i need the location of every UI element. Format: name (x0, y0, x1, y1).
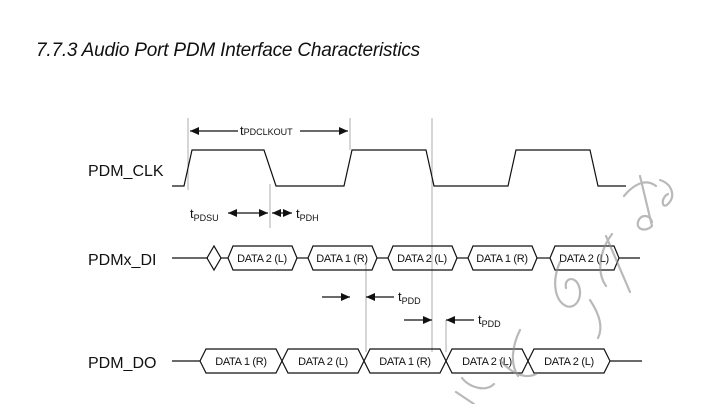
do-cell-label: DATA 1 (R) (215, 356, 267, 368)
do-bus: DATA 1 (R) DATA 2 (L) DATA 1 (R) DATA 2 … (172, 348, 642, 374)
timing-label-pdd: tPDD (398, 289, 421, 306)
guide-lines (187, 118, 447, 352)
timing-pdclkout: tPDCLKOUT (190, 123, 348, 138)
arrowhead (366, 293, 375, 301)
arrowhead (446, 316, 455, 324)
arrowhead (339, 127, 348, 135)
arrowhead (259, 209, 268, 217)
di-bus: DATA 2 (L) DATA 1 (R) DATA 2 (L) DATA 1 … (172, 244, 640, 272)
timing-label-pdh: tPDH (296, 206, 319, 223)
music-note-icon (622, 174, 658, 231)
timing-pdd-2: tPDD (404, 312, 501, 329)
do-cell-label: DATA 2 (L) (544, 356, 594, 368)
di-cell-label: DATA 2 (L) (559, 253, 609, 265)
arrowhead (272, 209, 281, 217)
di-cell-label: DATA 1 (R) (316, 253, 368, 265)
arrowhead (423, 316, 432, 324)
di-cell-label: DATA 2 (L) (237, 253, 287, 265)
signal-label-do: PDM_DO (88, 355, 156, 372)
arrowhead (283, 209, 292, 217)
watermark-stroke (658, 178, 674, 207)
do-cell-label: DATA 2 (L) (298, 356, 348, 368)
do-cell-label: DATA 1 (R) (379, 356, 431, 368)
signal-label-di: PDMx_DI (88, 252, 156, 269)
clk-waveform (172, 149, 626, 187)
arrowhead (190, 127, 199, 135)
di-cell-label: DATA 2 (L) (397, 253, 447, 265)
watermark-stroke (498, 328, 538, 378)
timing-label-pdd: tPDD (478, 312, 501, 329)
watermark-stroke (588, 298, 602, 340)
timing-pdsu-pdh: tPDSU tPDH (190, 206, 319, 223)
timing-label-pdclkout: tPDCLKOUT (240, 123, 293, 138)
watermark-scribble (454, 174, 674, 404)
timing-pdd-1: tPDD (322, 289, 421, 306)
timing-label-pdsu: tPDSU (190, 206, 219, 223)
watermark-stroke (454, 376, 496, 404)
arrowhead (341, 293, 350, 301)
arrowhead (228, 209, 237, 217)
page-title: 7.7.3 Audio Port PDM Interface Character… (36, 40, 420, 61)
watermark-stroke (554, 260, 582, 308)
signal-label-clk: PDM_CLK (88, 163, 164, 180)
bus-transition (206, 244, 222, 272)
di-cell-label: DATA 1 (R) (476, 253, 528, 265)
watermark-stroke (599, 232, 632, 294)
